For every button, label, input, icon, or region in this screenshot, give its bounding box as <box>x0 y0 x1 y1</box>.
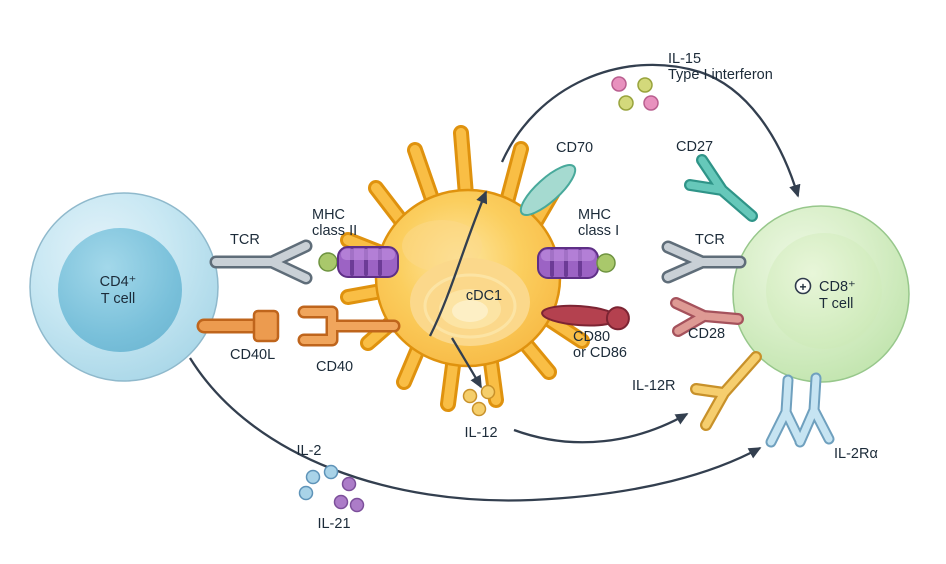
label-cd40: CD40 <box>316 359 353 375</box>
il2-dot-2 <box>323 464 339 480</box>
label-mhc2-line2: class II <box>312 223 357 239</box>
peptide-antigen-mhc-i <box>596 253 616 273</box>
mhc-class-i-complex <box>537 247 616 279</box>
il12-dot-1 <box>462 388 478 404</box>
label-mhc2-line1: MHC <box>312 207 345 223</box>
cd4-cytoplasm <box>58 228 182 352</box>
cd40l-ligand <box>196 309 280 343</box>
cdc1-ring <box>423 273 517 339</box>
il12-secretion-arrow <box>451 337 483 389</box>
label-il12: IL-12 <box>464 425 497 441</box>
label-cd40l: CD40L <box>230 347 275 363</box>
cd28-receptor <box>670 297 744 337</box>
cd4-cell-label-line2: T cell <box>101 291 135 307</box>
il15-molecules <box>611 76 659 111</box>
cdc1-core <box>452 300 488 322</box>
il15-dot-pink-1 <box>611 76 627 92</box>
label-cd80-line2: or CD86 <box>573 345 627 361</box>
cd4-help-to-cd8-arrow <box>189 357 762 502</box>
il21-molecules <box>333 476 365 513</box>
tcr-right-receptor <box>661 240 747 284</box>
mhc-i-sheen <box>541 250 595 261</box>
cd4-cell-label-line1: CD4⁺ <box>100 274 137 290</box>
label-tcr-right: TCR <box>695 232 725 248</box>
label-cd80-line1: CD80 <box>573 329 610 345</box>
mhc-ii-sheen <box>341 249 395 260</box>
label-mhc1-line2: class I <box>578 223 619 239</box>
ifn-dot-green-2 <box>618 95 634 111</box>
label-cd27: CD27 <box>676 139 713 155</box>
label-il2: IL-2 <box>297 443 322 459</box>
il21-dot-3 <box>349 497 365 513</box>
il2-dot-3 <box>298 485 314 501</box>
il2ra-receptor <box>765 372 835 448</box>
il12-molecules <box>462 384 496 417</box>
cd80-cd86-ligand <box>541 304 630 331</box>
label-cd70: CD70 <box>556 140 593 156</box>
ifn-dot-green-1 <box>637 77 653 93</box>
il21-dot-2 <box>333 494 349 510</box>
cdc1-label: cDC1 <box>466 288 502 304</box>
peptide-antigen <box>318 252 338 272</box>
cdc1-to-cd8-arc-arrow <box>500 63 801 198</box>
tcr-left-receptor <box>209 239 313 285</box>
label-il21: IL-21 <box>317 516 350 532</box>
cd80-head <box>605 306 630 331</box>
cd8-cell-label-line1: CD8⁺ <box>819 279 856 295</box>
il12-dot-2 <box>480 384 496 400</box>
cd8-cell-label-line2: T cell <box>819 296 853 312</box>
cd8-cytoplasm <box>766 233 882 349</box>
plus-badge-circle <box>794 277 812 295</box>
label-il2ra: IL-2Rα <box>834 446 878 462</box>
label-cd28: CD28 <box>688 326 725 342</box>
cd40-receptor <box>297 305 401 347</box>
il12-to-il12r-arrow <box>513 413 689 444</box>
il15-dot-pink-2 <box>643 95 659 111</box>
cd4-t-cell: CD4⁺ T cell <box>29 192 219 382</box>
cd8-t-cell: + CD8⁺ T cell <box>732 205 910 383</box>
cd27-receptor <box>684 154 758 222</box>
label-tcr-left: TCR <box>230 232 260 248</box>
cdc1-licensing-arrow <box>428 190 488 337</box>
label-mhc1-line1: MHC <box>578 207 611 223</box>
label-il12r: IL-12R <box>632 378 676 394</box>
cd70-ligand <box>519 164 577 216</box>
il21-dot-1 <box>341 476 357 492</box>
cdc1-cell: cDC1 <box>340 125 590 412</box>
il2-molecules <box>298 464 339 501</box>
label-il15-line1: IL-15 <box>668 51 701 67</box>
mhc-class-ii-complex <box>318 246 399 278</box>
il12-dot-3 <box>471 401 487 417</box>
label-il15-line2: Type I interferon <box>668 67 773 83</box>
il2-dot-1 <box>305 469 321 485</box>
il12-receptor <box>690 351 762 431</box>
plus-badge: + <box>799 280 806 294</box>
cd40l-head <box>252 309 280 343</box>
